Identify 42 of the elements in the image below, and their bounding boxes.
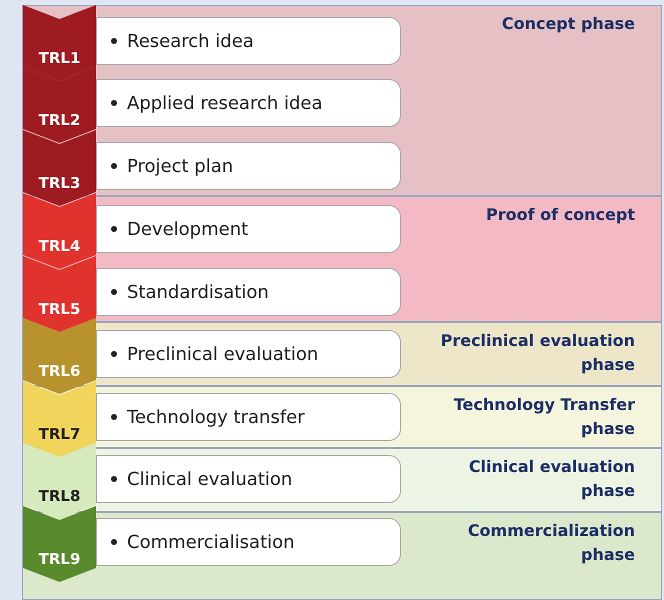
chevron-marker — [23, 5, 96, 81]
phase-title: Preclinical evaluation phase — [440, 330, 635, 376]
chevron-marker — [23, 256, 96, 332]
phase-title: Concept phase — [500, 13, 635, 35]
step-text: Clinical evaluation — [127, 468, 292, 490]
chevron-marker — [23, 193, 96, 269]
step-box — [96, 518, 401, 566]
step-text: Research idea — [127, 30, 254, 52]
phase-title: Technology Transfer phase — [452, 394, 635, 440]
level-label: TRL7 — [38, 425, 82, 443]
phase-title: Commercialization phase — [466, 520, 635, 566]
level-label: TRL3 — [38, 174, 82, 192]
chevron-marker — [23, 381, 96, 457]
phase-title: Clinical evaluation phase — [468, 456, 635, 502]
step-text: Project plan — [127, 156, 234, 176]
level-label: TRL2 — [38, 111, 82, 129]
step-box — [96, 17, 401, 65]
step-text: Preclinical evaluation — [127, 344, 318, 364]
level-label: TRL9 — [38, 550, 82, 568]
chevron-marker — [23, 506, 96, 582]
level-label: TRL1 — [38, 49, 82, 67]
level-label: TRL8 — [38, 487, 82, 505]
phase-title: Proof of concept — [485, 204, 635, 226]
step-box — [96, 79, 401, 127]
level-label: TRL5 — [38, 300, 82, 318]
step-box — [96, 455, 401, 503]
chevron-marker — [23, 318, 96, 394]
step-text: Standardisation — [127, 282, 269, 302]
level-label: TRL4 — [38, 237, 82, 255]
level-label: TRL6 — [38, 362, 82, 380]
step-text: Commercialisation — [127, 532, 295, 552]
step-text: Development — [127, 218, 248, 240]
step-box — [96, 205, 401, 253]
step-box — [96, 268, 401, 316]
step-text: Technology transfer — [127, 406, 305, 428]
step-box — [96, 142, 401, 190]
chevron-marker — [23, 443, 96, 519]
step-text: Applied research idea — [127, 92, 323, 114]
step-box — [96, 330, 401, 378]
step-box — [96, 393, 401, 441]
chevron-marker — [23, 67, 96, 143]
chevron-marker — [23, 130, 96, 206]
